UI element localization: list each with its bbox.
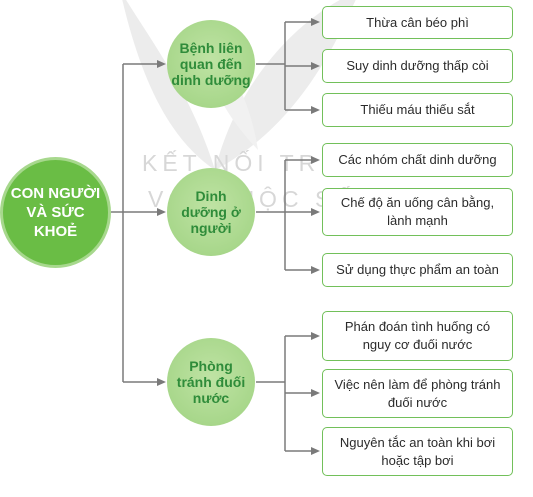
arrow-head bbox=[311, 18, 320, 26]
topic-label: Phòng tránh đuối nước bbox=[176, 358, 246, 406]
leaf-box: Chế độ ăn uống cân bằng, lành mạnh bbox=[322, 188, 513, 236]
root-node: CON NGƯỜI VÀ SỨC KHOẺ bbox=[0, 157, 111, 268]
arrow-head bbox=[311, 332, 320, 340]
leaf-label: Sử dụng thực phẩm an toàn bbox=[336, 262, 499, 277]
topic-node-nutrition-diseases: Bệnh liên quan đến dinh dưỡng bbox=[167, 20, 255, 108]
arrow-head bbox=[311, 62, 320, 70]
leaf-box: Phán đoán tình huống có nguy cơ đuối nướ… bbox=[322, 311, 513, 361]
topic-label: Dinh dưỡng ở người bbox=[181, 188, 241, 236]
leaf-label: Suy dinh dưỡng thấp còi bbox=[346, 58, 489, 73]
leaf-box: Các nhóm chất dinh dưỡng bbox=[322, 143, 513, 177]
topic-node-human-nutrition: Dinh dưỡng ở người bbox=[167, 168, 255, 256]
leaf-box: Suy dinh dưỡng thấp còi bbox=[322, 49, 513, 83]
topic-node-drowning-prevention: Phòng tránh đuối nước bbox=[167, 338, 255, 426]
arrow-head bbox=[311, 106, 320, 114]
leaf-box: Thừa cân béo phì bbox=[322, 6, 513, 39]
arrow-head bbox=[157, 378, 166, 386]
root-label: CON NGƯỜI VÀ SỨC KHOẺ bbox=[10, 185, 101, 240]
leaf-label: Nguyên tắc an toàn khi bơi hoặc tập bơi bbox=[339, 434, 496, 468]
leaf-box: Việc nên làm để phòng tránh đuối nước bbox=[322, 369, 513, 418]
leaf-label: Thừa cân béo phì bbox=[366, 14, 469, 30]
topic-label: Bệnh liên quan đến dinh dưỡng bbox=[171, 40, 251, 88]
leaf-label: Các nhóm chất dinh dưỡng bbox=[338, 152, 497, 167]
arrow-head bbox=[311, 389, 320, 397]
arrow-head bbox=[311, 208, 320, 216]
leaf-label: Chế độ ăn uống cân bằng, lành mạnh bbox=[340, 195, 495, 228]
leaf-box: Nguyên tắc an toàn khi bơi hoặc tập bơi bbox=[322, 427, 513, 476]
leaf-box: Sử dụng thực phẩm an toàn bbox=[322, 253, 513, 287]
arrow-head bbox=[311, 156, 320, 164]
arrow-head bbox=[157, 60, 166, 68]
leaf-label: Thiếu máu thiếu sắt bbox=[360, 102, 475, 117]
leaf-label: Phán đoán tình huống có nguy cơ đuối nướ… bbox=[344, 319, 491, 352]
arrow-head bbox=[157, 208, 166, 216]
leaf-box: Thiếu máu thiếu sắt bbox=[322, 93, 513, 127]
leaf-label: Việc nên làm để phòng tránh đuối nước bbox=[334, 376, 501, 410]
arrow-head bbox=[311, 447, 320, 455]
arrow-head bbox=[311, 266, 320, 274]
